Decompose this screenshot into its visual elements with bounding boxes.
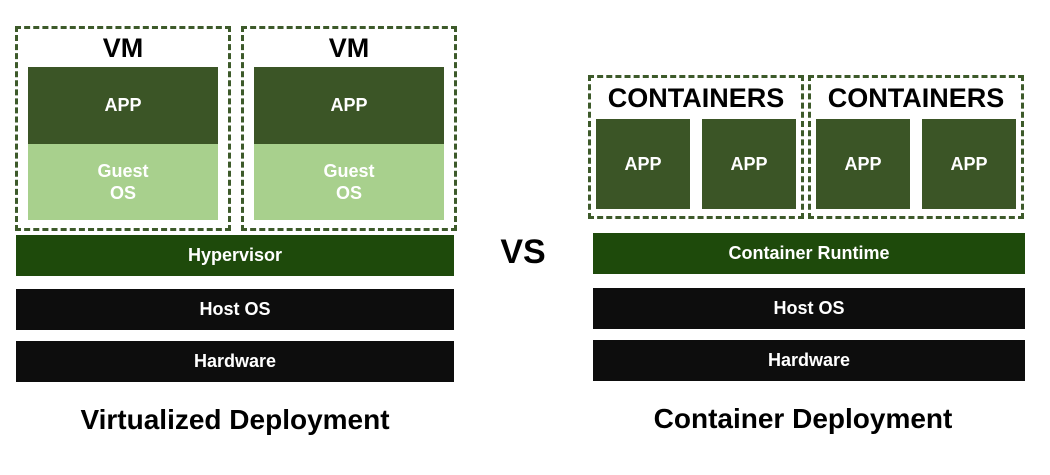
container-app: APP (816, 119, 910, 209)
vm-guest-os-line2: OS (109, 183, 136, 203)
vm-guest-os-line1: Guest (97, 161, 149, 181)
containers-box-2 (808, 75, 1024, 219)
vm-app-2: APP (254, 67, 444, 144)
containers-box-1 (588, 75, 804, 219)
vm-guest-os-line2: OS (335, 183, 362, 203)
hardware-layer: Hardware (593, 340, 1025, 381)
container-app: APP (922, 119, 1016, 209)
virtualized-caption: Virtualized Deployment (80, 404, 390, 435)
vm-guest-os-2: Guest OS (254, 144, 444, 220)
vm-guest-os-line1: Guest (323, 161, 375, 181)
containers-title-2: CONTAINERS (827, 83, 1005, 113)
hardware-layer: Hardware (16, 341, 454, 382)
hypervisor-layer: Hypervisor (16, 235, 454, 276)
container-caption: Container Deployment (653, 403, 953, 434)
container-app: APP (702, 119, 796, 209)
containers-title-1: CONTAINERS (607, 83, 785, 113)
host-os-layer: Host OS (16, 289, 454, 330)
container-runtime-layer: Container Runtime (593, 233, 1025, 274)
container-app: APP (596, 119, 690, 209)
vm-guest-os-1: Guest OS (28, 144, 218, 220)
host-os-layer: Host OS (593, 288, 1025, 329)
vm-box-2 (241, 26, 457, 231)
vm-box-1 (15, 26, 231, 231)
vm-title-2: VM (328, 33, 370, 63)
vm-app-1: APP (28, 67, 218, 144)
vs-label: VS (500, 232, 546, 271)
vm-title-1: VM (102, 33, 144, 63)
